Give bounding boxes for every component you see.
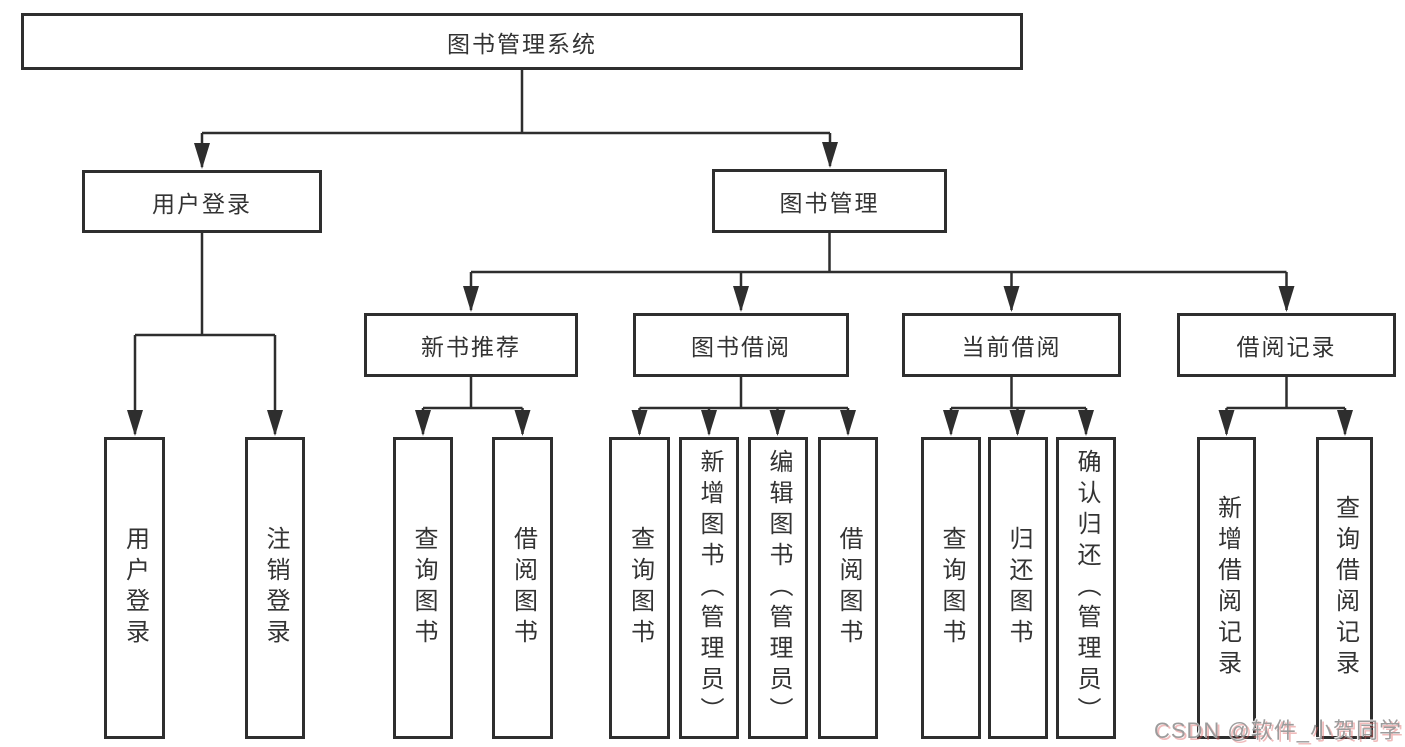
leaf-logout: 注销登录 (245, 437, 305, 739)
node-library-system-label: 图书管理系统 (447, 30, 597, 57)
leaf-user-login-label: 用户登录 (121, 526, 149, 650)
leaf-record-query-record-label: 查询借阅记录 (1331, 495, 1359, 681)
node-current-borrow-label: 当前借阅 (961, 334, 1062, 360)
watermark-text: CSDN @软件_小贺同学 (1153, 718, 1402, 743)
leaf-current-return-book-label: 归还图书 (1005, 526, 1032, 650)
node-library-system: 图书管理系统 (21, 13, 1023, 70)
leaf-borrow-edit-book-admin-label: 编辑图书（管理员） (765, 448, 792, 728)
leaf-current-return-book: 归还图书 (988, 437, 1048, 739)
leaf-current-confirm-return-admin: 确认归还（管理员） (1056, 437, 1116, 739)
leaf-borrow-add-book-admin-label: 新增图书（管理员） (696, 448, 723, 728)
leaf-recommend-query-book-label: 查询图书 (410, 526, 437, 650)
leaf-record-query-record: 查询借阅记录 (1316, 437, 1373, 739)
leaf-borrow-query-book: 查询图书 (609, 437, 670, 739)
node-current-borrow: 当前借阅 (902, 313, 1121, 377)
leaf-borrow-add-book-admin: 新增图书（管理员） (679, 437, 739, 739)
leaf-logout-label: 注销登录 (262, 526, 289, 650)
node-borrow-record: 借阅记录 (1177, 313, 1396, 377)
node-new-book-recommend-label: 新书推荐 (421, 334, 521, 360)
node-user-login: 用户登录 (82, 170, 322, 233)
node-book-management-label: 图书管理 (779, 190, 880, 216)
leaf-borrow-borrow-book: 借阅图书 (818, 437, 878, 739)
leaf-record-add-record: 新增借阅记录 (1197, 437, 1256, 739)
leaf-current-query-book: 查询图书 (921, 437, 981, 739)
node-new-book-recommend: 新书推荐 (364, 313, 578, 377)
node-user-login-label: 用户登录 (152, 190, 252, 217)
leaf-current-confirm-return-admin-label: 确认归还（管理员） (1073, 448, 1100, 728)
node-book-borrow-label: 图书借阅 (691, 334, 791, 360)
node-book-management: 图书管理 (712, 169, 947, 233)
node-book-borrow: 图书借阅 (633, 313, 849, 377)
leaf-borrow-edit-book-admin: 编辑图书（管理员） (748, 437, 808, 739)
leaf-borrow-query-book-label: 查询图书 (626, 526, 654, 650)
node-borrow-record-label: 借阅记录 (1236, 334, 1337, 360)
leaf-borrow-borrow-book-label: 借阅图书 (835, 526, 862, 650)
leaf-recommend-borrow-book-label: 借阅图书 (509, 526, 537, 650)
leaf-user-login: 用户登录 (104, 437, 165, 739)
leaf-recommend-borrow-book: 借阅图书 (492, 437, 553, 739)
leaf-record-add-record-label: 新增借阅记录 (1213, 495, 1241, 681)
leaf-recommend-query-book: 查询图书 (393, 437, 453, 739)
leaf-current-query-book-label: 查询图书 (938, 526, 965, 650)
